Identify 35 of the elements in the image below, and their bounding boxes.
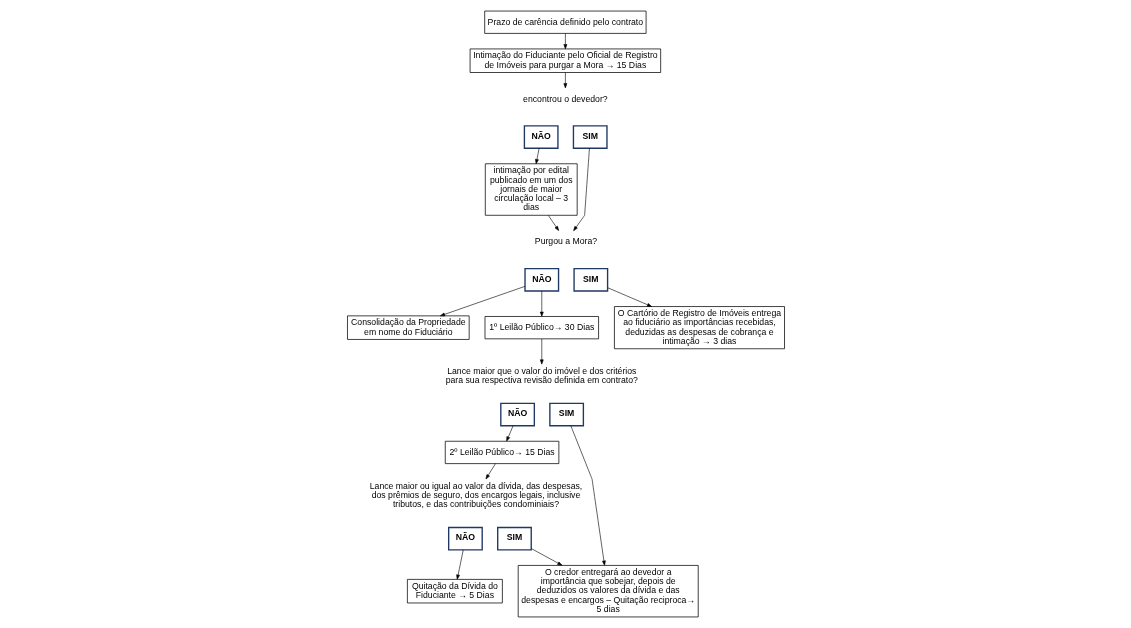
node-box: Intimação do Fiduciante pelo Oficial de Registro de Imóveis para purgar a Mora → 15 Dias [469, 48, 661, 73]
arrow [530, 548, 562, 566]
node-box: NÃO [499, 402, 535, 427]
arrow [534, 148, 539, 165]
arrow [455, 549, 464, 580]
node-text: encontrou o devedor? [522, 93, 608, 104]
node-box: O credor entregará ao devedor a importância que sobejar, depois de deduzidos os valores da dívida e das despesas e encargos – Quitação reciproca→ 5 dias [517, 565, 699, 618]
node-box: Quitação da Dívida do Fiduciante → 5 Dias [406, 579, 503, 604]
arrow [547, 215, 559, 231]
node-box: SIM [496, 526, 532, 551]
node-box: intimação por edital publicado em um dos jornais de maior circulação local – 3 dias [484, 163, 578, 216]
node-box: SIM [548, 402, 584, 427]
arrow [563, 72, 567, 89]
node-box: 2º Leilão Público→ 15 Dias [444, 440, 559, 464]
arrow [607, 287, 652, 307]
arrow [563, 33, 567, 50]
arrow [572, 148, 590, 232]
node-box: O Cartório de Registro de Imóveis entrega ao fiduciário as importâncias recebidas, deduzidas as despesas de cobrança e intimação → 3 dias [613, 306, 785, 350]
arrow [439, 286, 525, 317]
node-box: 1º Leilão Público→ 30 Dias [484, 316, 599, 340]
node-box: Prazo de carência definido pelo contrato [483, 10, 646, 34]
node-box: SIM [572, 125, 608, 149]
node-text: Purgou a Mora? [534, 236, 597, 247]
node-box: NÃO [523, 125, 559, 149]
node-box: SIM [572, 268, 608, 292]
node-box: NÃO [447, 526, 483, 551]
arrow [539, 338, 544, 365]
arrow [570, 425, 606, 566]
node-box: NÃO [523, 268, 559, 292]
node-text: Lance maior ou igual ao valor da dívida, das despesas, dos prêmios de seguro, dos encargos legais, inclusive tributos, e das contribuições condominiais? [369, 480, 582, 510]
node-box: Consolidação da Propriedade em nome do Fiduciário [346, 315, 470, 340]
arrow [485, 463, 496, 480]
node-text: Lance maior que o valor do imóvel e dos critérios para sua respectiva revisão definida em contrato? [445, 365, 638, 386]
arrow [505, 425, 513, 442]
arrow [539, 290, 544, 317]
